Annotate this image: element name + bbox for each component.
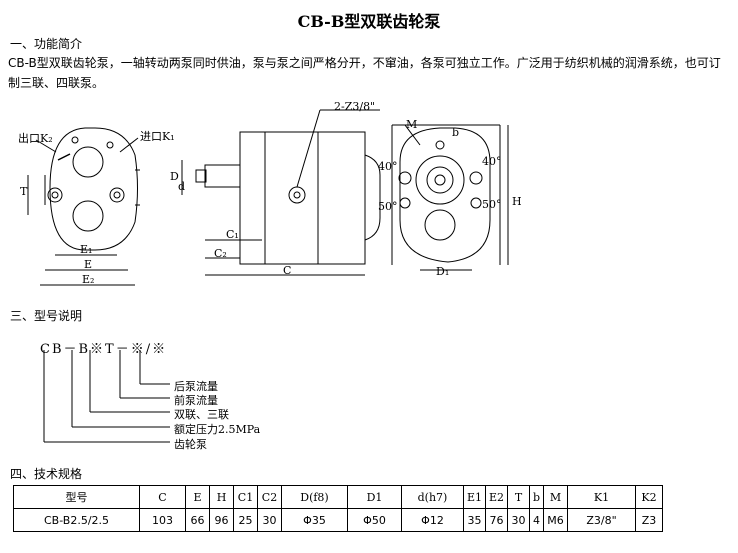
dim-b: b [452,126,460,139]
front-upper-gear-circle [72,146,104,178]
dim-E: E [84,258,93,271]
dim-M: M [406,118,418,131]
spec-cell: Φ35 [281,508,348,532]
spec-header-cell: E [185,485,210,509]
spec-header-cell: C2 [257,485,282,509]
model-label-front-flow: 前泵流量 [174,394,218,407]
dim-C2: C₂ [214,247,227,260]
spec-cell: M6 [543,508,568,532]
spec-header-cell: d(h7) [401,485,464,509]
model-label-duplex: 双联、三联 [174,408,229,421]
side-view-shaft [204,164,241,188]
spec-cell: 103 [139,508,186,532]
thread-label: 2-Z3/8" [334,100,376,113]
dim-C1: C₁ [226,228,239,241]
intro-paragraph: CB-B型双联齿轮泵，一轴转动两泵同时供油，泵与泵之间严格分开，不窜油，各泵可独… [8,56,721,90]
rear-view-outline [399,127,491,263]
angle-40-right: 40° [482,155,502,168]
side-view-port [288,186,306,204]
dim-E1: E₁ [80,243,93,256]
spec-header-cell: b [529,485,544,509]
spec-cell: Φ50 [347,508,402,532]
spec-header-cell: K2 [635,485,663,509]
spec-header-cell: D1 [347,485,402,509]
dim-D: D [170,170,179,183]
spec-cell: CB-B2.5/2.5 [13,508,140,532]
angle-40-left: 40° [378,160,398,173]
spec-cell: 4 [529,508,544,532]
dim-D1: D₁ [436,265,450,278]
spec-header-cell: K1 [567,485,636,509]
spec-cell: 96 [209,508,234,532]
spec-header-cell: H [209,485,234,509]
spec-cell: Z3 [635,508,663,532]
angle-50-left: 50° [378,200,398,213]
spec-cell: 76 [485,508,508,532]
outlet-label: 出口K₂ [18,132,53,145]
inlet-label: 进口K₁ [140,130,175,143]
spec-cell: Φ12 [401,508,464,532]
rear-shaft-circle [415,155,465,205]
spec-cell: Z3/8" [567,508,636,532]
model-label-pressure: 额定压力2.5MPa [174,423,261,436]
section-heading-intro: 一、功能简介 [10,37,83,51]
spec-cell: 66 [185,508,210,532]
section-heading-model: 三、型号说明 [10,309,83,323]
spec-header-cell: C [139,485,186,509]
spec-header-cell: D(f8) [281,485,348,509]
spec-cell: 30 [507,508,530,532]
model-label-rear-flow: 后泵流量 [174,380,218,393]
model-label-gear-pump: 齿轮泵 [174,438,207,451]
spec-header-cell: M [543,485,568,509]
dim-T: T [20,185,28,198]
front-lower-gear-circle [72,200,104,232]
spec-table: 型号 C E H C1 C2 D(f8) D1 d(h7) E1 E2 T b … [13,485,663,532]
spec-header-cell: T [507,485,530,509]
spec-header-row: 型号 C E H C1 C2 D(f8) D1 d(h7) E1 E2 T b … [13,485,663,509]
spec-header-cell: C1 [233,485,258,509]
spec-header-cell: E2 [485,485,508,509]
spec-header-cell: 型号 [13,485,140,509]
pump-drawing [27,109,509,286]
side-view-body [239,131,366,265]
angle-50-right: 50° [482,198,502,211]
spec-header-cell: E1 [463,485,486,509]
section-heading-specs: 四、技术规格 [10,467,83,481]
dim-E2: E₂ [82,273,95,286]
front-view-outline [49,127,138,251]
spec-data-row: CB-B2.5/2.5 103 66 96 25 30 Φ35 Φ50 Φ12 … [13,508,663,532]
rear-port-circle [424,209,456,241]
dim-C: C [283,264,292,277]
model-code-leaders [43,350,170,443]
dim-H: H [512,195,522,208]
spec-cell: 30 [257,508,282,532]
page-title: CB-B型双联齿轮泵 [297,12,441,31]
dim-d: d [178,180,186,193]
spec-cell: 25 [233,508,258,532]
spec-cell: 35 [463,508,486,532]
model-code: CB－B※T－※/※ [40,342,168,357]
